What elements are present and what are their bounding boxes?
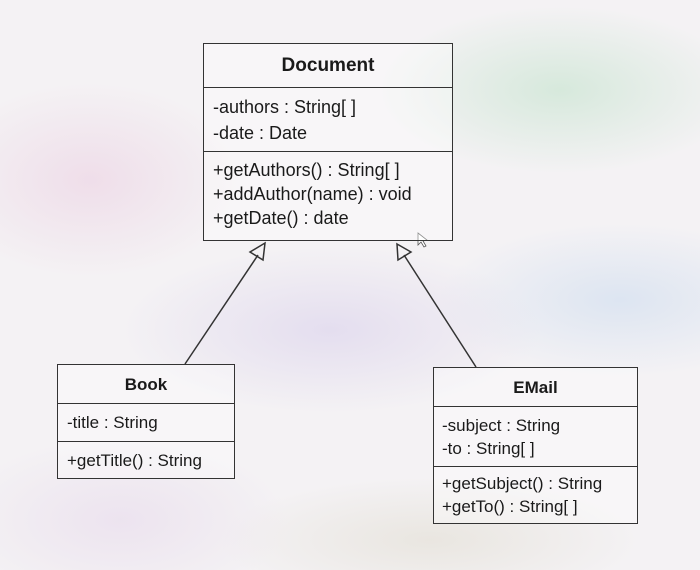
class-name-email: EMail xyxy=(434,368,637,407)
attributes-book: -title : String xyxy=(58,404,234,442)
attributes-email: -subject : String -to : String[ ] xyxy=(434,407,637,467)
operation-add-author: +addAuthor(name) : void xyxy=(213,184,412,204)
operation-get-to: +getTo() : String[ ] xyxy=(442,497,578,516)
class-box-book: Book -title : String +getTitle() : Strin… xyxy=(57,364,235,479)
email-generalization-arrow xyxy=(396,242,477,368)
attribute-title: -title : String xyxy=(67,413,158,432)
book-arrowhead-icon xyxy=(248,241,266,262)
attributes-document: -authors : String[ ] -date : Date xyxy=(204,88,452,152)
attribute-date: -date : Date xyxy=(213,123,308,143)
attribute-to: -to : String[ ] xyxy=(442,439,535,458)
attribute-authors: -authors : String[ ] xyxy=(213,97,357,117)
operations-document: +getAuthors() : String[ ] +addAuthor(nam… xyxy=(204,152,452,230)
book-generalization-arrow xyxy=(184,241,266,365)
attribute-subject: -subject : String xyxy=(442,416,561,435)
operations-email: +getSubject() : String +getTo() : String… xyxy=(434,467,637,518)
operation-get-subject: +getSubject() : String xyxy=(442,474,603,493)
class-box-document: Document -authors : String[ ] -date : Da… xyxy=(203,43,453,241)
class-box-email: EMail -subject : String -to : String[ ] … xyxy=(433,367,638,524)
class-name-document: Document xyxy=(204,44,452,88)
operation-get-title: +getTitle() : String xyxy=(67,451,202,470)
class-name-book: Book xyxy=(58,365,234,404)
operations-book: +getTitle() : String xyxy=(58,442,234,472)
operation-get-authors: +getAuthors() : String[ ] xyxy=(213,160,400,180)
operation-get-date: +getDate() : date xyxy=(213,208,349,228)
email-arrowhead-icon xyxy=(396,242,413,262)
